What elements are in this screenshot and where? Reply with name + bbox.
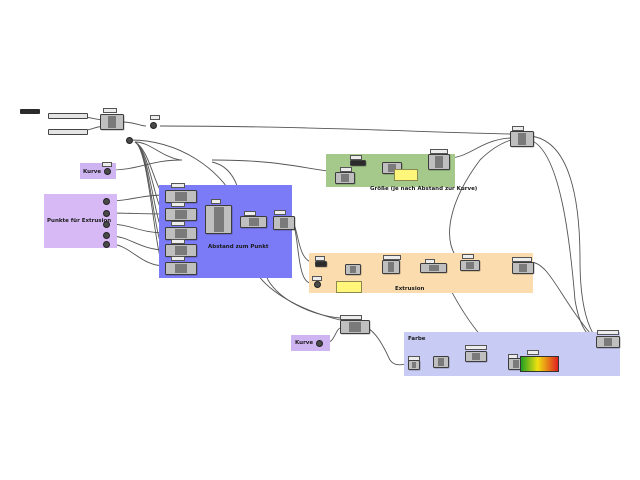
component-caption [527, 350, 539, 355]
component-cap-holes[interactable] [460, 260, 480, 271]
component-amplitude[interactable] [382, 260, 400, 274]
group-kurve-top [80, 163, 116, 179]
group-label-groesse: Größe (je nach Abstand zur Kurve) [370, 186, 478, 192]
component-bounds[interactable] [408, 360, 420, 370]
color-gradient[interactable] [520, 356, 559, 372]
vector-param-icon[interactable] [314, 281, 321, 288]
component-extrude[interactable] [420, 263, 447, 273]
number-slider-1[interactable] [48, 113, 88, 119]
component-caption [244, 211, 256, 216]
component-caption [597, 330, 619, 335]
component-bounds[interactable] [350, 160, 366, 166]
point-param-icon[interactable] [103, 198, 110, 205]
component-preview[interactable] [512, 262, 534, 274]
component-caption [350, 155, 362, 160]
group-label-kurve-bottom: Kurve [295, 340, 314, 346]
component-merge[interactable] [205, 205, 232, 234]
wire [529, 135, 597, 339]
group-label-farbe: Farbe [408, 336, 426, 342]
component-extrude-source[interactable] [315, 261, 327, 267]
component-caption [171, 239, 185, 244]
wire [134, 141, 181, 161]
component-caption [171, 256, 185, 261]
curve-param-icon[interactable] [104, 168, 111, 175]
number-slider-2[interactable] [48, 129, 88, 135]
wire [109, 243, 166, 267]
group-label-kurve-top: Kurve [83, 169, 102, 175]
value-panel[interactable] [394, 169, 418, 181]
component-caption [171, 221, 185, 226]
group-kurve-bottom [291, 335, 330, 351]
group-label-extrusion: Extrusion [395, 286, 425, 292]
wire [109, 159, 183, 171]
component-caption [340, 167, 352, 172]
component-curve-closest-point[interactable] [340, 320, 370, 334]
component-construct-point[interactable] [100, 114, 124, 130]
component-sort[interactable] [465, 351, 487, 362]
component-caption [340, 315, 362, 320]
component-caption [150, 115, 160, 120]
component-caption [103, 108, 117, 113]
boolean-toggle[interactable] [20, 109, 40, 114]
value-panel[interactable] [336, 281, 362, 293]
component-caption [211, 199, 221, 204]
wire [121, 121, 147, 127]
component-caption [312, 276, 322, 281]
component-caption [102, 162, 112, 167]
component-curve-closest-point[interactable] [165, 262, 197, 275]
component-sort[interactable] [240, 216, 267, 228]
point-param-icon[interactable] [150, 122, 157, 129]
component-curve-closest-point[interactable] [165, 208, 197, 221]
component-caption [465, 345, 487, 350]
component-caption [315, 256, 325, 261]
component-scale[interactable] [428, 154, 450, 170]
component-custom-preview[interactable] [596, 336, 620, 348]
component-remap[interactable] [273, 216, 295, 230]
wire [529, 139, 597, 341]
group-label-abstand: Abstand zum Punkt [208, 244, 269, 250]
point-param-icon[interactable] [126, 137, 133, 144]
component-caption [512, 126, 524, 131]
wire [289, 221, 311, 284]
component-caption [171, 202, 185, 207]
wire [211, 159, 336, 173]
component-vector[interactable] [345, 264, 361, 275]
component-remap[interactable] [433, 356, 449, 368]
wire [529, 261, 597, 341]
component-caption [430, 149, 448, 154]
component-caption [171, 183, 185, 188]
wire [159, 125, 511, 135]
component-caption [462, 254, 474, 259]
component-caption [512, 257, 532, 262]
component-multiply[interactable] [335, 172, 355, 184]
group-label-punkte: Punkte für Extrusion [47, 218, 112, 224]
curve-param-icon[interactable] [316, 340, 323, 347]
component-move[interactable] [510, 131, 534, 147]
wire [447, 137, 511, 159]
component-caption [274, 210, 286, 215]
point-param-icon[interactable] [103, 232, 110, 239]
wire [449, 137, 531, 263]
point-param-icon[interactable] [103, 210, 110, 217]
component-caption [383, 255, 401, 260]
point-param-icon[interactable] [103, 241, 110, 248]
point-param-icon[interactable] [103, 221, 110, 228]
